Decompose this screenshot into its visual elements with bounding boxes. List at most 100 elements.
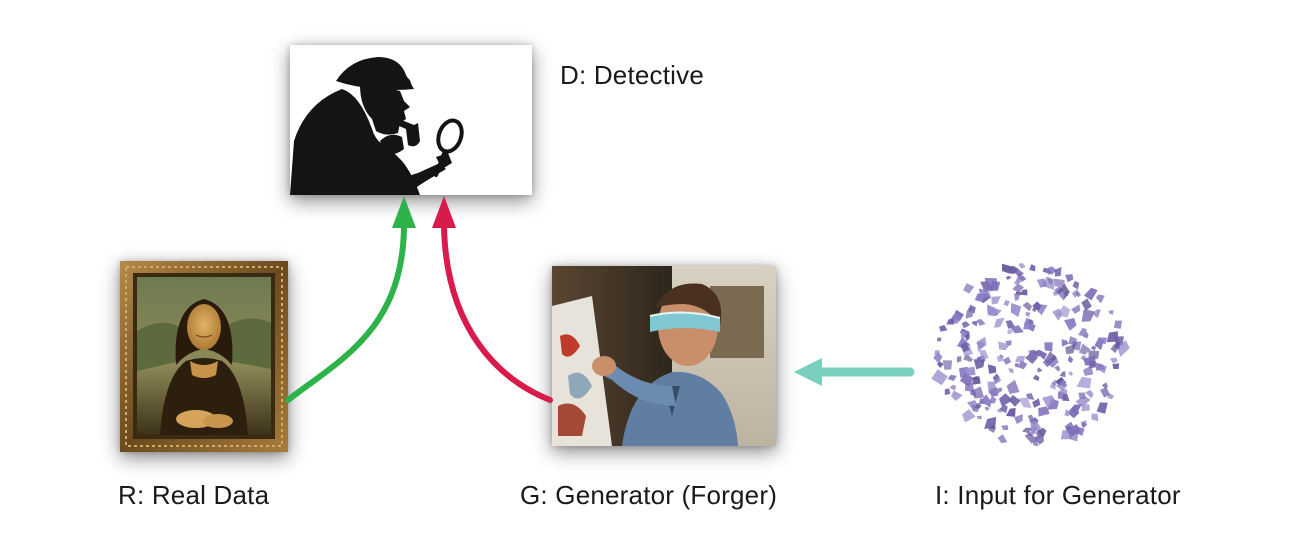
noise-fragment xyxy=(1072,281,1080,290)
noise-fragment xyxy=(1066,427,1079,442)
noise-fragment xyxy=(1045,269,1051,275)
noise-fragment xyxy=(1005,320,1016,329)
blindfolded-painter-icon xyxy=(552,266,776,446)
noise-fragment xyxy=(961,321,971,329)
noise-fragment xyxy=(1088,350,1100,359)
noise-fragment xyxy=(1068,371,1073,377)
noise-fragment xyxy=(1038,406,1050,417)
noise-fragment xyxy=(1110,343,1118,354)
noise-fragment xyxy=(1090,345,1097,351)
noise-fragment xyxy=(947,374,957,381)
noise-fragment xyxy=(1010,302,1022,317)
noise-fragment xyxy=(978,350,989,360)
noise-fragment xyxy=(1044,266,1057,275)
generator-to-detective-arrow xyxy=(441,223,553,403)
noise-fragment xyxy=(988,387,999,397)
noise-fragment xyxy=(1062,393,1070,401)
noise-fragment xyxy=(1081,309,1095,322)
noise-fragment xyxy=(999,393,1013,407)
noise-fragment xyxy=(977,336,987,352)
noise-fragment xyxy=(1042,357,1054,368)
noise-fragment xyxy=(1024,432,1039,444)
noise-fragment xyxy=(1091,413,1099,422)
noise-fragment xyxy=(1025,393,1035,400)
noise-fragment xyxy=(1112,363,1120,370)
noise-fragment xyxy=(997,434,1008,444)
noise-fragment xyxy=(1055,377,1066,386)
noise-fragment xyxy=(1030,421,1042,433)
noise-fragment xyxy=(1028,319,1034,327)
noise-fragment xyxy=(931,369,948,386)
noise-fragment xyxy=(1022,427,1032,434)
noise-fragment xyxy=(971,386,985,399)
noise-fragment xyxy=(1005,340,1012,346)
noise-fragment xyxy=(996,356,1004,362)
noise-fragment xyxy=(1100,337,1107,345)
noise-fragment xyxy=(1019,289,1028,296)
noise-fragment xyxy=(1042,267,1047,273)
noise-fragment xyxy=(1018,263,1026,269)
generator-image xyxy=(552,266,776,446)
noise-fragment xyxy=(942,360,953,370)
generator-to-detective-arrowhead xyxy=(432,196,456,228)
noise-fragment xyxy=(1064,409,1071,417)
noise-fragment xyxy=(1037,427,1047,438)
noise-fragment xyxy=(944,388,951,395)
noise-fragment xyxy=(1059,371,1066,378)
noise-fragment xyxy=(1005,275,1012,280)
noise-fragment xyxy=(1076,376,1092,389)
noise-fragment xyxy=(959,373,974,387)
noise-fragment xyxy=(999,404,1008,414)
noise-fragment xyxy=(1080,420,1087,428)
noise-fragment xyxy=(933,352,943,364)
noise-fragment xyxy=(1008,394,1021,407)
noise-fragment xyxy=(1053,278,1065,287)
noise-fragment xyxy=(1007,329,1013,335)
noise-fragment xyxy=(1032,301,1042,311)
noise-fragment xyxy=(1036,367,1043,373)
noise-fragment xyxy=(1078,328,1087,337)
noise-fragment xyxy=(965,309,974,319)
noise-fragment xyxy=(1008,368,1014,373)
noise-fragment xyxy=(1022,301,1033,312)
noise-fragment xyxy=(1108,310,1114,315)
noise-fragment xyxy=(1001,263,1014,274)
noise-fragment xyxy=(1032,374,1040,382)
noise-fragment xyxy=(1058,290,1065,301)
noise-fragment xyxy=(996,408,1004,413)
noise-fragment xyxy=(946,318,955,325)
noise-fragment xyxy=(1070,404,1082,414)
noise-fragment xyxy=(973,359,985,370)
noise-fragment xyxy=(1041,276,1055,290)
noise-fragment xyxy=(937,361,944,368)
noise-fragment xyxy=(1065,344,1076,355)
noise-fragment xyxy=(1061,339,1069,347)
detective-silhouette-icon xyxy=(290,57,464,195)
noise-fragment xyxy=(1018,360,1028,370)
noise-fragment xyxy=(1110,357,1118,364)
noise-fragment xyxy=(1044,342,1053,352)
noise-fragment xyxy=(1092,309,1101,319)
noise-fragment xyxy=(956,356,962,363)
noise-fragment xyxy=(1032,398,1041,408)
noise-fragment xyxy=(1053,290,1058,296)
noise-fragment xyxy=(1089,360,1097,369)
noise-fragment xyxy=(976,415,982,420)
noise-fragment xyxy=(972,320,978,327)
noise-fragment xyxy=(1085,389,1094,399)
noise-fragment xyxy=(1002,356,1012,365)
noise-fragment xyxy=(1079,343,1091,355)
noise-fragment xyxy=(1114,336,1124,346)
noise-fragment xyxy=(988,306,1002,317)
noise-fragment xyxy=(976,318,986,326)
mona-lisa-painting-icon xyxy=(120,261,288,452)
noise-fragment xyxy=(1014,293,1020,302)
noise-fragment xyxy=(964,366,976,376)
noise-fragment xyxy=(1072,289,1080,298)
noise-fragment xyxy=(1032,307,1037,313)
noise-fragment xyxy=(1095,362,1105,371)
noise-fragment xyxy=(965,333,970,342)
noise-fragment xyxy=(1052,379,1058,387)
noise-fragment xyxy=(974,293,985,303)
